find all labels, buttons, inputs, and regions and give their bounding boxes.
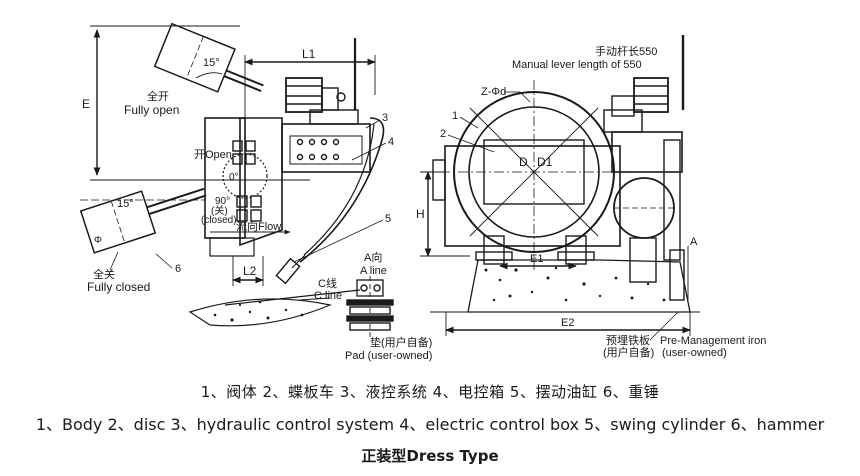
- dim-l2-label: L2: [243, 264, 257, 278]
- dim-l1-label: L1: [302, 47, 316, 61]
- angle-15-bottom: 15°: [117, 198, 134, 210]
- type-title: 正装型Dress Type: [361, 447, 499, 465]
- dim-e-label: E: [82, 97, 90, 111]
- pad-cn: 垫(用户自备): [370, 335, 432, 349]
- angle-15-top: 15°: [203, 57, 220, 69]
- motor-right: [633, 77, 669, 113]
- dim-d: D: [519, 155, 528, 169]
- a-line-en: A line: [360, 265, 387, 277]
- right-foundation: [467, 259, 691, 313]
- dim-d1: D1: [537, 155, 553, 169]
- closed-en: (closed): [201, 215, 237, 226]
- phi-label: Φ: [94, 235, 102, 246]
- hydraulic-frame: [239, 117, 283, 247]
- num-4: 4: [388, 136, 394, 148]
- dim-a: A: [690, 236, 698, 248]
- closed-hammer: [79, 187, 207, 254]
- iron-en2: (user-owned): [662, 347, 727, 359]
- pad-en: Pad (user-owned): [345, 350, 432, 362]
- parts-list-cn: 1、阀体 2、蝶板车 3、液控系统 4、电控箱 5、摆动油缸 6、重锤: [200, 383, 660, 401]
- left-foundation: [188, 298, 333, 327]
- closed-cn: (关): [211, 204, 228, 217]
- left-view: E 15° 全开 Fully open L1: [79, 22, 432, 362]
- fully-open-cn: 全开: [147, 89, 169, 103]
- open-label: 开Open: [194, 149, 232, 161]
- control-box: [281, 123, 371, 173]
- num-5: 5: [385, 213, 391, 225]
- fully-open-en: Fully open: [124, 103, 179, 117]
- z-phi-d: Z-Φd: [481, 86, 506, 98]
- num-6: 6: [175, 263, 181, 275]
- lever-en: Manual lever length of 550: [512, 59, 642, 71]
- motor: [285, 77, 323, 113]
- zero-mark: 0°: [229, 172, 239, 183]
- a-direction-detail: [346, 276, 394, 340]
- num-1: 1: [452, 110, 458, 122]
- c-line-en: C line: [314, 290, 342, 302]
- fully-closed-en: Fully closed: [87, 280, 150, 294]
- num-3: 3: [382, 112, 388, 124]
- iron-cn: 预埋铁板: [606, 333, 650, 347]
- iron-en: Pre-Management iron: [660, 335, 766, 347]
- dim-e2: E2: [561, 317, 574, 329]
- dim-h: H: [416, 207, 425, 221]
- parts-list-en: 1、Body 2、disc 3、hydraulic control system…: [35, 415, 825, 434]
- a-dir-cn: A向: [364, 250, 382, 264]
- dim-e1: E1: [530, 253, 543, 265]
- c-line-cn: C线: [318, 276, 337, 290]
- num-2: 2: [440, 128, 446, 140]
- angle-90: 90°: [215, 196, 230, 207]
- flow-label: 流向Flow: [236, 219, 281, 233]
- swing-cylinder: [275, 257, 301, 285]
- right-view: 手动杆长550 Manual lever length of 550 D D1 …: [416, 35, 766, 359]
- fully-closed-cn: 全关: [93, 267, 115, 281]
- position-dial: [222, 153, 268, 199]
- iron-cn2: (用户自备): [603, 345, 654, 359]
- lever-cn: 手动杆长550: [595, 44, 657, 58]
